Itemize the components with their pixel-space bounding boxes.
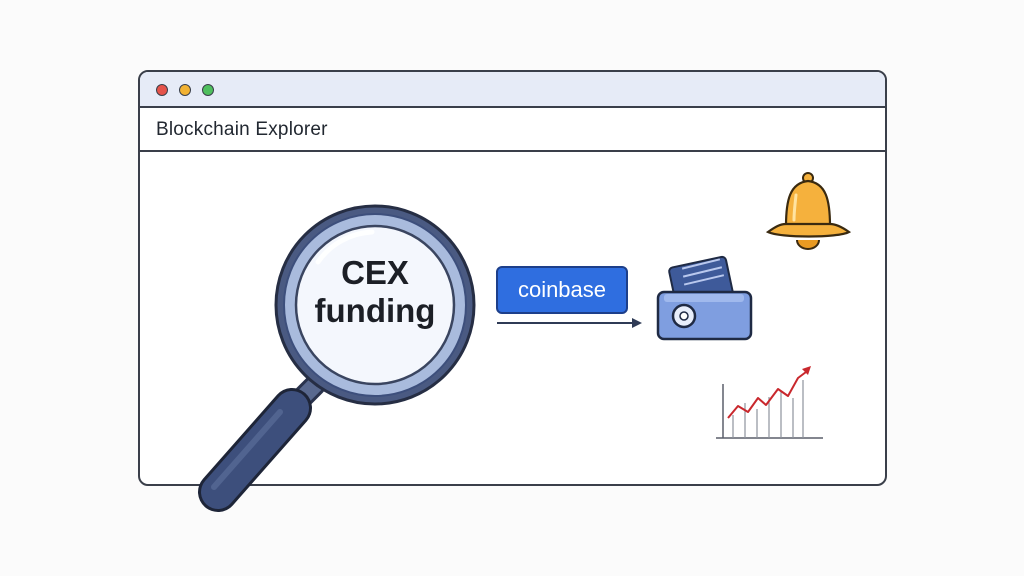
arrow-right-icon [497, 318, 642, 328]
address-title: Blockchain Explorer [156, 119, 328, 140]
magnifier-icon [274, 204, 476, 406]
magnifier-label-line2: funding [314, 292, 436, 329]
maximize-window-dot[interactable] [202, 84, 214, 96]
trend-chart-bars [732, 380, 804, 438]
window-titlebar [140, 72, 885, 108]
trend-arrowhead [802, 366, 811, 375]
bell-icon [765, 172, 852, 250]
magnifier-label: CEX funding [286, 254, 464, 330]
trend-line [727, 371, 807, 419]
magnifier-label-line1: CEX [341, 254, 409, 291]
coinbase-exchange-button[interactable]: coinbase [496, 266, 628, 314]
trend-chart-icon [716, 366, 823, 439]
close-window-dot[interactable] [156, 84, 168, 96]
magnifier-handle [198, 374, 326, 512]
wallet-icon [656, 255, 753, 341]
minimize-window-dot[interactable] [179, 84, 191, 96]
address-bar[interactable]: Blockchain Explorer [140, 108, 885, 152]
